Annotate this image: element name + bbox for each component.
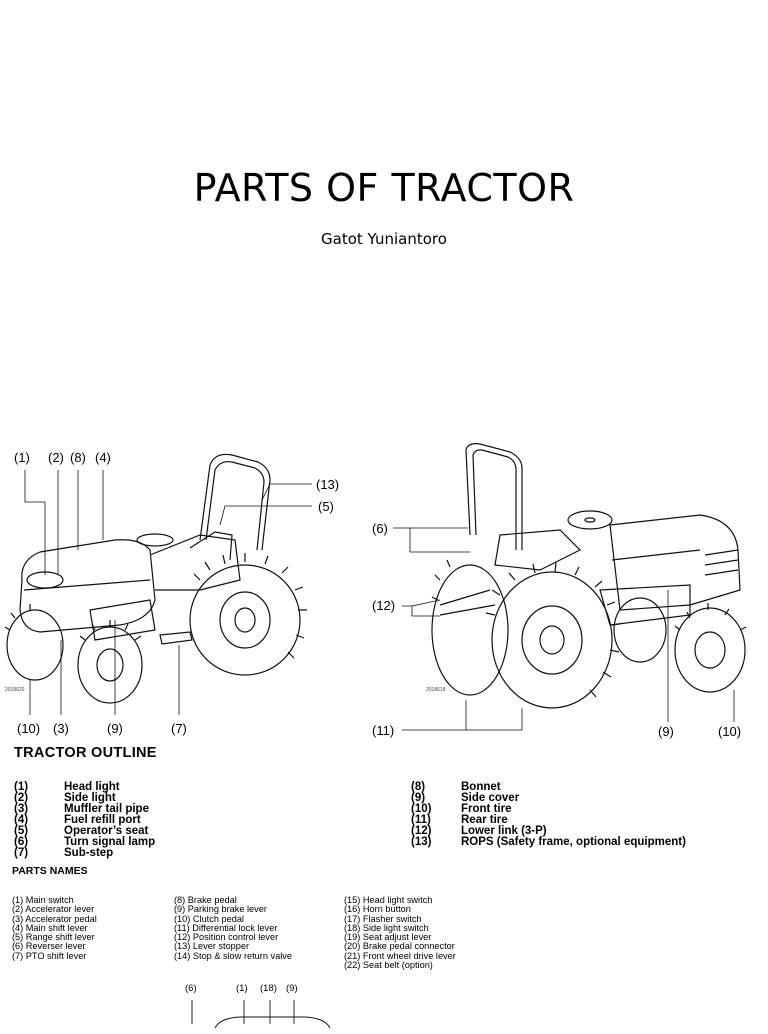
parts-name-item: (11) Differential lock lever <box>174 922 278 933</box>
outline-item: (5)Operator’s seat <box>14 825 149 837</box>
parts-name-item: (2) Accelerator lever <box>12 904 95 915</box>
outline-list-right: (8)Bonnet (9)Side cover (10)Front tire (… <box>411 781 686 848</box>
outline-item: (6)Turn signal lamp <box>14 836 156 848</box>
dashboard-partial-drawing <box>191 1000 331 1029</box>
bottom-callout-1: (1) <box>236 983 248 994</box>
parts-name-item: (20) Brake pedal connector <box>344 941 455 952</box>
left-leader-lines <box>24 470 312 715</box>
outline-item: (13)ROPS (Safety frame, optional equipme… <box>411 836 686 848</box>
outline-item: (11)Rear tire <box>411 814 508 826</box>
bottom-callout-9: (9) <box>286 983 298 994</box>
callout-6: (6) <box>372 521 388 536</box>
right-figure-id: 2018618 <box>426 687 446 693</box>
parts-name-item: (17) Flasher switch <box>344 913 422 924</box>
parts-name-item: (5) Range shift lever <box>12 932 95 943</box>
callout-1: (1) <box>14 450 30 465</box>
tractor-drawings <box>4 443 747 731</box>
outline-heading: TRACTOR OUTLINE <box>14 745 157 761</box>
parts-name-item: (18) Side light switch <box>344 922 429 933</box>
parts-names-col-2: (8) Brake pedal (9) Parking brake lever … <box>174 895 292 961</box>
parts-name-item: (6) Reverser lever <box>12 941 86 952</box>
callout-13: (13) <box>316 477 340 492</box>
outline-item: (1)Head light <box>14 781 120 793</box>
callout-12: (12) <box>372 598 396 613</box>
outline-item: (4)Fuel refill port <box>14 814 141 826</box>
parts-name-item: (14) Stop & slow return valve <box>174 950 292 961</box>
parts-name-item: (16) Horn button <box>344 904 411 915</box>
parts-name-item: (1) Main switch <box>12 895 74 905</box>
callout-3: (3) <box>53 721 69 736</box>
parts-names-col-3: (15) Head light switch (16) Horn button … <box>344 895 456 971</box>
callout-10-right: (10) <box>718 724 742 739</box>
parts-name-item: (3) Accelerator pedal <box>12 913 97 924</box>
slide-author: Gatot Yuniantoro <box>321 230 447 248</box>
parts-names-col-1: (1) Main switch (2) Accelerator lever (3… <box>12 895 97 961</box>
callout-5: (5) <box>318 499 334 514</box>
right-tractor-drawing <box>431 443 747 709</box>
parts-name-item: (10) Clutch pedal <box>174 913 244 924</box>
tractor-outline-figure: (1) (2) (8) (4) (13) (5) (10) (3) (9) (7… <box>0 440 768 740</box>
outline-item: (10)Front tire <box>411 803 512 815</box>
outline-item: (2)Side light <box>14 792 116 804</box>
parts-names-heading: PARTS NAMES <box>12 865 88 877</box>
left-figure-id: 2018620 <box>5 687 25 693</box>
left-tractor-drawing <box>4 453 307 704</box>
callout-11: (11) <box>372 723 395 738</box>
outline-list-left: (1)Head light (2)Side light (3)Muffler t… <box>14 781 156 859</box>
outline-item: (12)Lower link (3-P) <box>411 825 547 837</box>
outline-item: (9)Side cover <box>411 792 520 804</box>
callout-4: (4) <box>95 450 111 465</box>
callout-8: (8) <box>70 450 86 465</box>
outline-item: (7)Sub-step <box>14 847 114 859</box>
parts-name-item: (22) Seat belt (option) <box>344 960 433 971</box>
parts-name-item: (19) Seat adjust lever <box>344 932 432 943</box>
callout-9-right: (9) <box>658 724 674 739</box>
outline-item: (8)Bonnet <box>411 781 501 793</box>
outline-item: (3)Muffler tail pipe <box>14 803 149 815</box>
parts-name-item: (8) Brake pedal <box>174 895 237 905</box>
parts-name-item: (21) Front wheel drive lever <box>344 950 456 961</box>
parts-name-item: (9) Parking brake lever <box>174 904 267 915</box>
bottom-callout-6: (6) <box>185 983 197 994</box>
right-leader-lines <box>393 527 735 731</box>
parts-name-item: (13) Lever stopper <box>174 941 250 952</box>
parts-name-item: (15) Head light switch <box>344 895 433 905</box>
parts-name-item: (4) Main shift lever <box>12 922 88 933</box>
callout-10: (10) <box>17 721 41 736</box>
callout-7: (7) <box>171 721 187 736</box>
callout-9: (9) <box>107 721 123 736</box>
bottom-callout-18: (18) <box>260 983 277 994</box>
parts-name-item: (7) PTO shift lever <box>12 950 87 961</box>
slide-title: PARTS OF TRACTOR <box>193 166 575 210</box>
parts-name-item: (12) Position control lever <box>174 932 279 943</box>
callout-2: (2) <box>48 450 64 465</box>
